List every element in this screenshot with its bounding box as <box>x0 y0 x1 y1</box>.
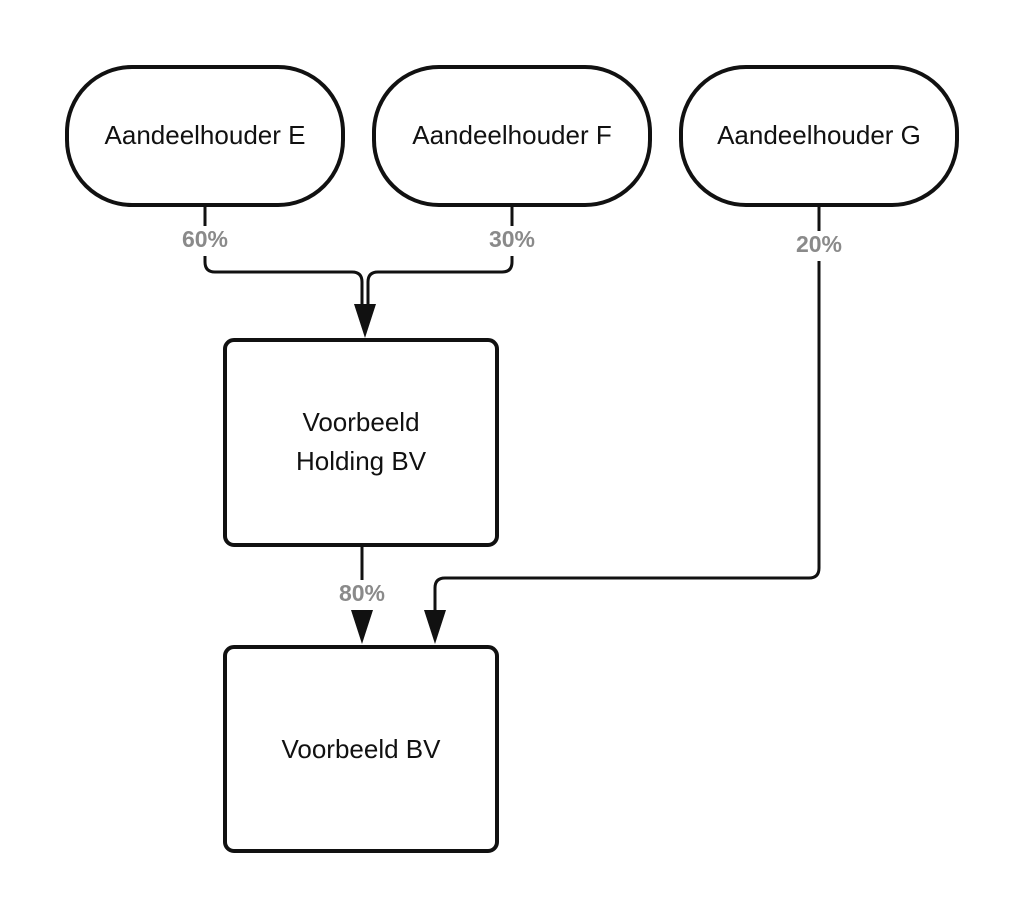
percentage-e: 60% <box>182 226 228 252</box>
node-label-shareholder-g: Aandeelhouder G <box>717 120 921 150</box>
node-holding: Voorbeeld Holding BV <box>223 338 499 547</box>
node-shareholder-f: Aandeelhouder F <box>372 65 652 207</box>
node-shape-shareholder-f <box>372 65 652 207</box>
node-company: Voorbeeld BV <box>223 645 499 853</box>
arrowhead-company-holding <box>351 610 373 644</box>
node-shape-shareholder-e <box>65 65 345 207</box>
arrowhead-holding <box>354 304 376 338</box>
percentage-holding: 80% <box>339 580 385 606</box>
pct-bg-f <box>477 226 547 256</box>
edge-e-to-holding <box>203 207 364 312</box>
percentage-labels: 60% 30% 20% 80% <box>170 226 854 610</box>
node-shape-holding <box>223 338 499 547</box>
edge-g-to-company <box>433 207 821 616</box>
node-label-shareholder-f: Aandeelhouder F <box>412 120 611 150</box>
node-label-holding-line2: Holding BV <box>296 446 427 476</box>
arrowhead-company-g <box>424 610 446 644</box>
node-shareholder-e: Aandeelhouder E <box>65 65 345 207</box>
node-shareholder-g: Aandeelhouder G <box>679 65 959 207</box>
percentage-f: 30% <box>489 226 535 252</box>
pct-bg-holding <box>327 580 397 610</box>
pct-bg-e <box>170 226 240 256</box>
node-shape-company <box>223 645 499 853</box>
node-label-shareholder-e: Aandeelhouder E <box>105 120 306 150</box>
pct-bg-g <box>784 231 854 261</box>
node-label-company: Voorbeeld BV <box>281 734 441 764</box>
percentage-g: 20% <box>796 231 842 257</box>
node-shape-shareholder-g <box>679 65 959 207</box>
node-label-holding-line1: Voorbeeld <box>302 407 419 437</box>
edge-f-to-holding <box>366 207 514 312</box>
